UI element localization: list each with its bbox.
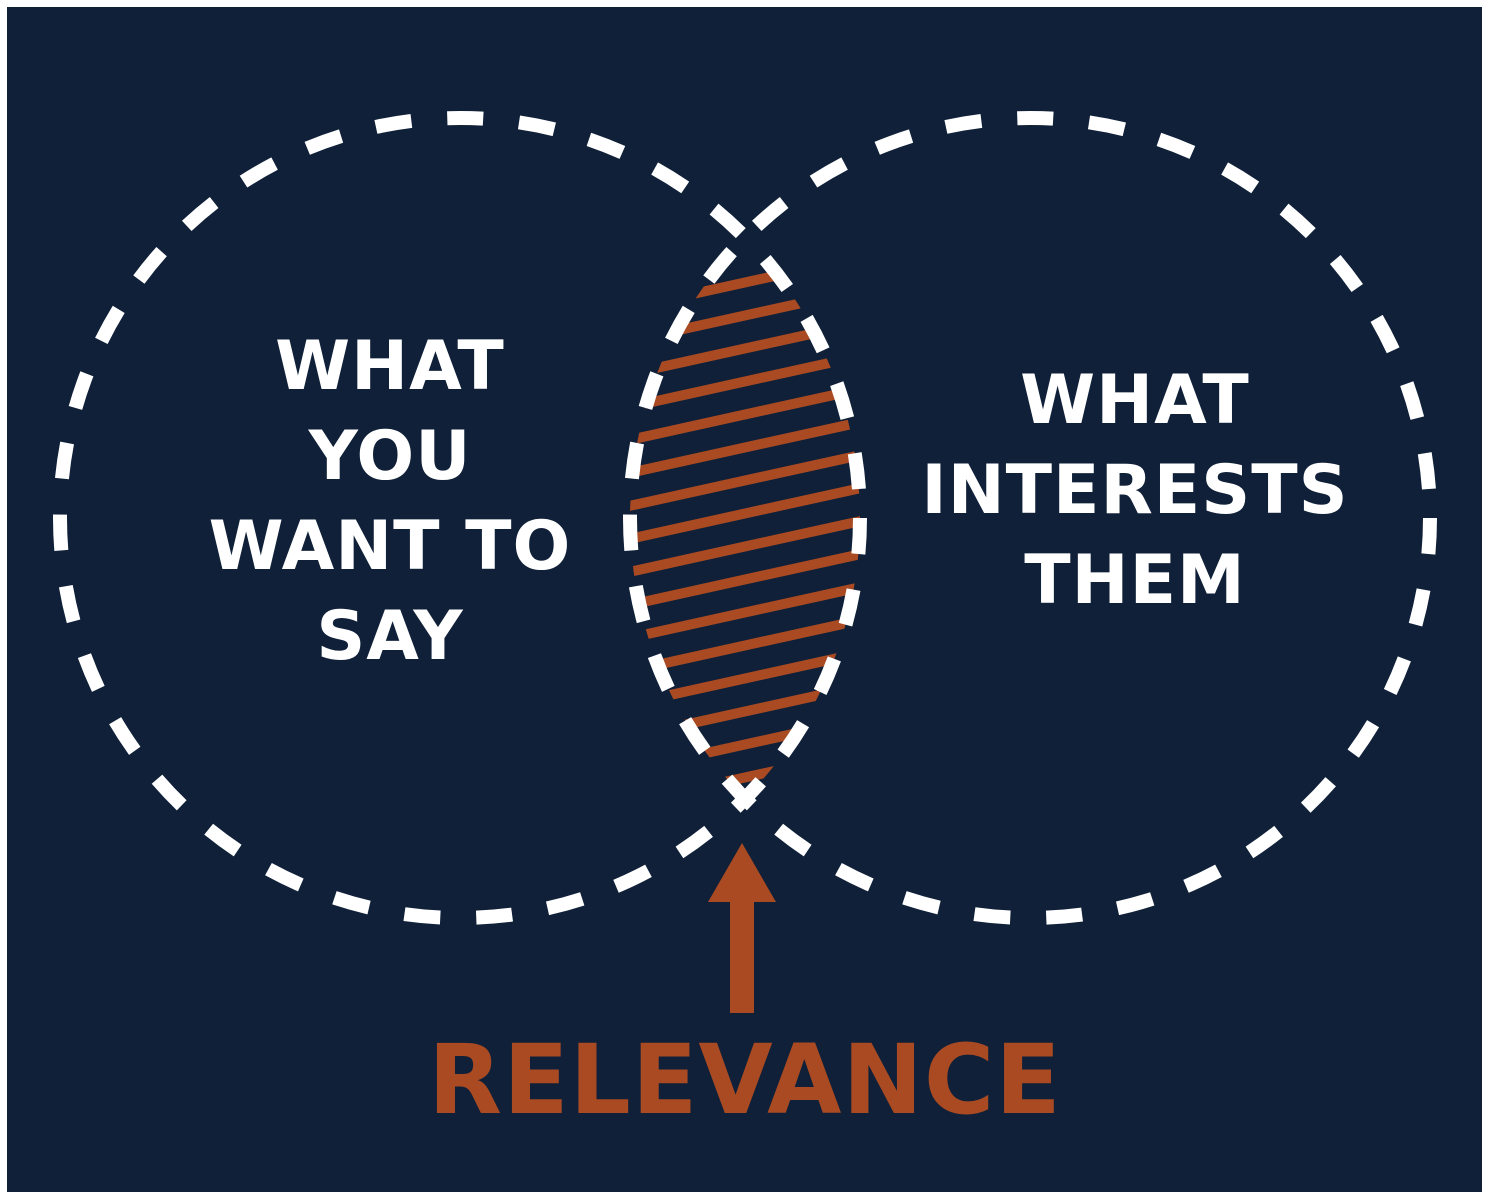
hatch-line [630, 382, 860, 447]
hatch-line [630, 481, 860, 546]
hatch-line [630, 283, 860, 348]
right-circle [623, 111, 1437, 925]
left-label-line: SAY [316, 597, 464, 676]
right-circle-label: WHAT INTERESTS THEM [900, 356, 1370, 626]
left-circle [53, 111, 867, 925]
hatch-line [630, 415, 860, 480]
arrow-up-icon [708, 843, 776, 1013]
left-label-line: YOU [308, 417, 472, 496]
hatch-line [630, 514, 860, 579]
intersection-hatch [630, 250, 860, 843]
right-label-line: WHAT [1020, 361, 1250, 440]
right-label-line: INTERESTS [921, 451, 1349, 530]
relevance-label: RELEVANCE [428, 1024, 1062, 1136]
hatch-line [630, 580, 860, 645]
left-label-line: WHAT [275, 327, 505, 406]
hatch-line [630, 250, 860, 315]
left-circle-label: WHAT YOU WANT TO SAY [190, 322, 590, 682]
hatch-line [630, 547, 860, 612]
left-label-line: WANT TO [208, 507, 572, 586]
hatch-line [630, 316, 860, 381]
hatch-line [630, 679, 860, 744]
hatch-line [630, 712, 860, 777]
hatch-line [630, 349, 860, 414]
right-label-line: THEM [1024, 541, 1246, 620]
hatch-line [630, 448, 860, 513]
